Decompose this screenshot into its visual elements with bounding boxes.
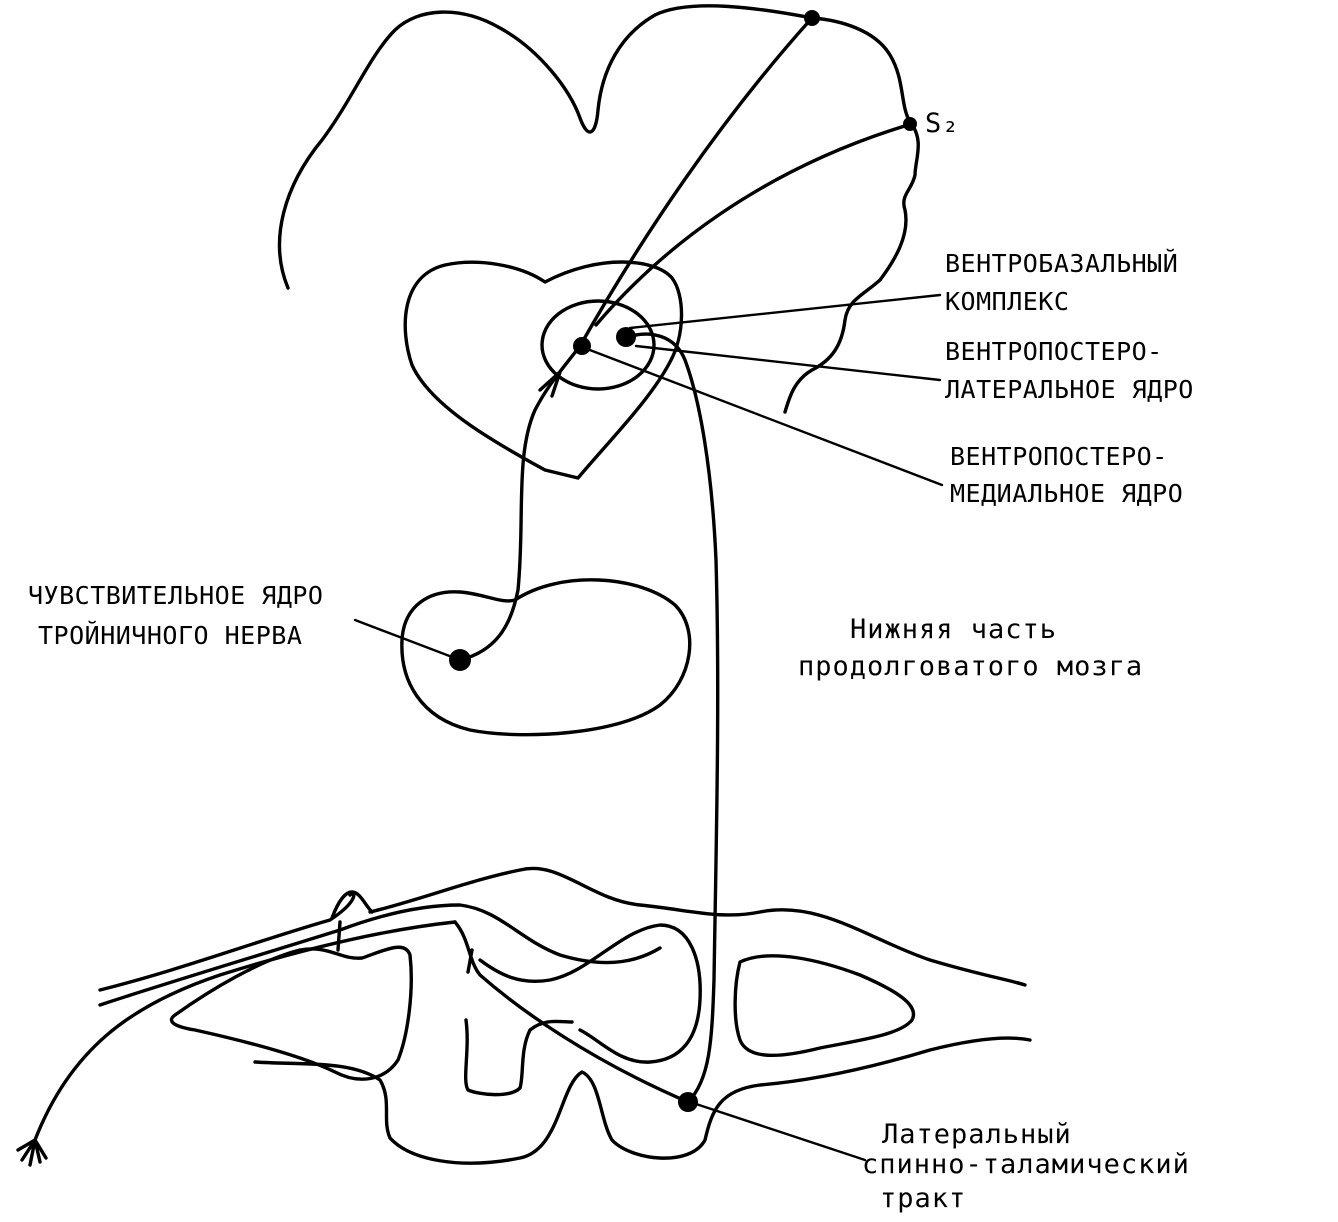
label-vpm-line2: МЕДИАЛЬНОЕ ЯДРО	[950, 479, 1183, 508]
leader-spinothalamic	[688, 1100, 867, 1162]
label-vpl-line2: ЛАТЕРАЛЬНОЕ ЯДРО	[945, 375, 1194, 404]
leader-vpl	[634, 344, 942, 382]
label-s2: S₂	[925, 108, 960, 139]
thalamocortical-fiber-s1	[578, 16, 814, 348]
thalamocortical-fiber-s2	[594, 123, 910, 327]
vpm-nucleus-dot	[573, 337, 591, 355]
spinothalamic-tract-dot	[678, 1092, 698, 1112]
s1-dot	[804, 10, 820, 26]
arrow-head	[538, 370, 562, 398]
thalamus-outline	[403, 260, 684, 480]
leader-vpm	[580, 345, 944, 487]
trigeminal-nucleus-outline	[400, 578, 692, 737]
s2-dot	[903, 117, 917, 131]
leader-trigeminal	[353, 618, 462, 662]
label-spinothalamic-line2: спинно-таламический	[862, 1149, 1190, 1180]
cortex-outline	[277, 4, 920, 414]
grey-matter-right-lobe	[733, 954, 916, 1057]
label-medulla-line1: Нижняя часть	[850, 614, 1057, 645]
leader-ventrobasal	[628, 293, 942, 330]
label-trigeminal-line2: ТРОЙНИЧНОГО НЕРВА	[38, 621, 302, 650]
label-vpl-line1: ВЕНТРОПОСТЕРО-	[945, 337, 1163, 366]
grey-matter-center	[478, 923, 702, 1064]
grey-matter-left-lobe	[169, 945, 413, 1081]
dorsal-root-left	[330, 890, 374, 920]
label-vpm-line1: ВЕНТРОПОСТЕРО-	[950, 442, 1168, 471]
peripheral-nerve-fiber	[33, 920, 457, 1142]
trigeminal-nucleus-dot	[449, 649, 471, 671]
label-spinothalamic-line1: Латеральный	[882, 1119, 1072, 1150]
ventrobasal-complex-outline	[540, 299, 656, 391]
crossing-fiber	[453, 920, 690, 1104]
label-trigeminal-line1: ЧУВСТВИТЕЛЬНОЕ ЯДРО	[28, 581, 323, 610]
spinal-cord-outline-top	[98, 866, 1027, 992]
nerve-ending	[16, 1138, 48, 1167]
spinothalamic-tract-fiber	[626, 332, 720, 1104]
label-ventrobasal-line1: ВЕНТРОБАЗАЛЬНЫЙ	[945, 249, 1178, 278]
label-ventrobasal-line2: КОМПЛЕКС	[945, 287, 1069, 316]
spinal-cord-outline-bottom	[253, 1036, 1032, 1165]
trigeminothalamic-fiber	[458, 344, 582, 662]
label-spinothalamic-line3: тракт	[880, 1183, 966, 1214]
dorsal-root-marker-left	[336, 920, 342, 952]
vpl-nucleus-dot	[616, 327, 636, 347]
label-medulla-line2: продолговатого мозга	[798, 651, 1143, 682]
